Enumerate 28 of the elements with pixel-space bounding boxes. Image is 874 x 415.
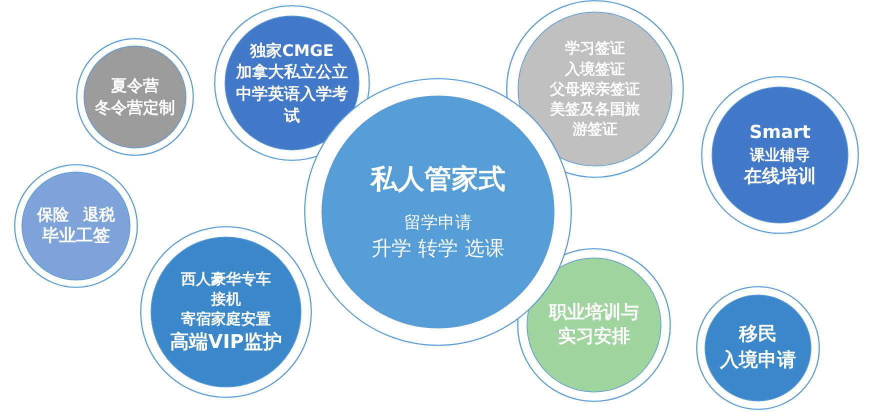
service-bubble [517,248,671,402]
service-label: 升学 转学 选课 [372,235,504,262]
service-label: 加拿大私立公立中学英语入学考试 [234,61,349,126]
main-heading: 私人管家式 [370,162,506,197]
service-label: 夏令营 [111,75,159,97]
service-label: 入境申请 [720,348,796,373]
service-label: 冬令营定制 [95,97,175,119]
service-bubble [140,226,312,398]
service-label: 父母探亲签证 [550,78,640,100]
service-bubble [696,286,820,410]
service-label: 高端VIP监护 [170,330,282,355]
service-label: 留学申请 [404,212,472,236]
service-label: 西人豪华专车接机 [180,268,272,310]
service-label: 寄宿家庭安置 [181,309,271,330]
service-label: 毕业工签 [42,225,110,248]
service-label: 保险 退税 [37,204,115,226]
service-label: 移民 [739,322,777,348]
service-label: 美签及各国旅游签证 [549,99,641,140]
service-label: 学习签证 [565,38,625,59]
service-label: Smart [749,120,811,145]
service-label: 职业培训与实习安排 [548,300,640,349]
service-label: 课业辅导 [750,144,810,166]
service-label: 在线培训 [744,165,816,190]
service-bubble [14,164,138,288]
service-label: 入境签证 [565,58,625,79]
service-bubble [701,76,859,234]
service-bubble [76,38,194,156]
service-label: 独家CMGE [250,40,334,62]
